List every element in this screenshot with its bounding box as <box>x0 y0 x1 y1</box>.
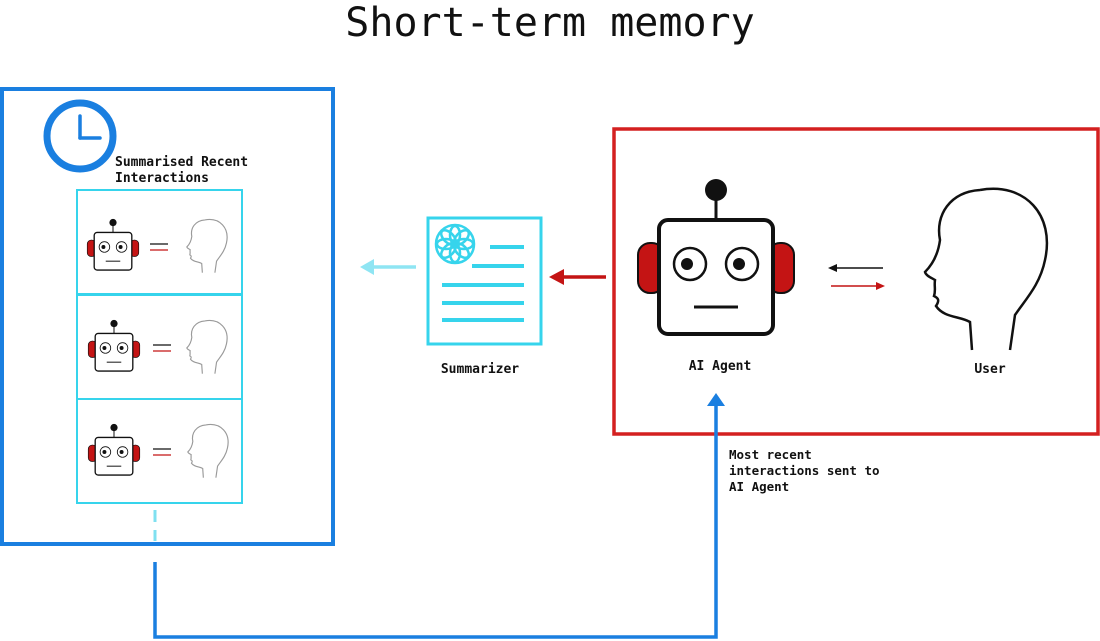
user-head-icon <box>186 319 228 375</box>
memory-panel-label: Summarised Recent Interactions <box>115 155 249 186</box>
user-head-icon <box>186 218 228 274</box>
summary-to-memory-arrow <box>360 259 416 275</box>
flower-icon <box>434 223 476 265</box>
memory-panel <box>0 87 335 546</box>
feedback-label: Most recent interactions sent to AI Agen… <box>729 447 880 494</box>
agent-label: AI Agent <box>688 359 752 374</box>
clock-icon <box>43 99 117 173</box>
user-label: User <box>974 362 1006 377</box>
agent-to-summarizer-arrow <box>549 269 606 285</box>
robot-icon <box>87 423 141 476</box>
interaction-card <box>76 398 243 504</box>
robot-icon <box>87 319 141 372</box>
memory-to-agent-arrow <box>153 393 725 639</box>
summarizer-document <box>426 216 543 346</box>
diagram-title: Short-term memory <box>345 0 755 46</box>
robot-icon <box>86 218 140 271</box>
user-head-icon <box>187 423 229 479</box>
exchange-arrows <box>828 264 885 290</box>
interaction-stack <box>76 189 243 504</box>
user-head-icon <box>923 187 1049 352</box>
summarizer-label: Summarizer <box>440 362 520 377</box>
interaction-card-content <box>86 218 228 274</box>
interaction-card-content <box>87 319 228 375</box>
agent-panel <box>612 127 1100 436</box>
interaction-card-content <box>87 423 229 479</box>
robot-icon <box>636 177 796 336</box>
